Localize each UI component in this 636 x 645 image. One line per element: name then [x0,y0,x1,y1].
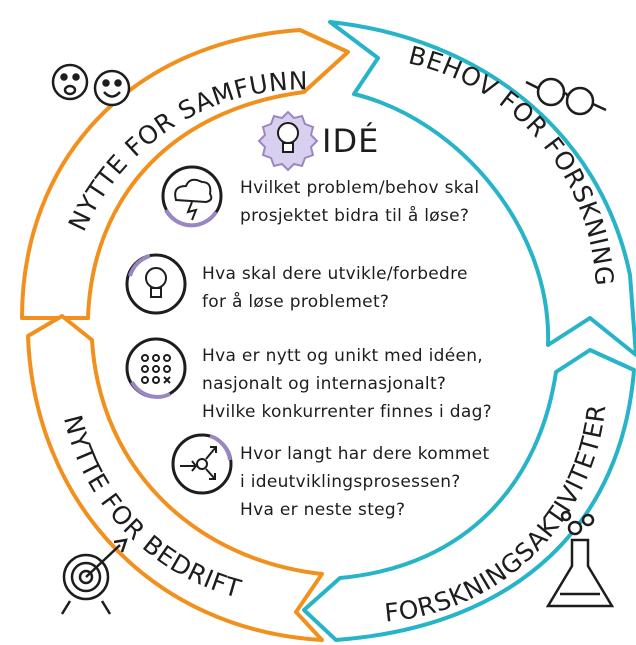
center-title-group: IDÉ [257,110,379,172]
storm-cloud-icon [161,165,223,228]
lightbulb-icon [125,253,187,315]
glasses-icon [525,77,607,116]
behov-ribbon [328,20,636,357]
center-title: IDÉ [322,122,379,160]
samfunn-ribbon [20,28,350,320]
dot-grid-icon [125,337,187,399]
item-3-text: Hva er nytt og unikt med idéen, nasjonal… [202,346,492,422]
bedrift-ribbon [26,314,324,642]
item-1-text: Hvilket problem/behov skal prosjektet bi… [240,178,485,226]
process-arrows-icon [171,433,233,495]
item-4-text: Hvor langt har dere kommet i ideutviklin… [240,444,495,520]
target-arrow-icon [60,538,128,615]
item-2-text: Hva skal dere utvikle/forbedre for å løs… [202,264,474,312]
aktiviteter-ribbon [302,348,636,642]
faces-icon [51,63,131,107]
lightbulb-gear-icon [257,110,319,172]
flask-icon [545,510,615,608]
